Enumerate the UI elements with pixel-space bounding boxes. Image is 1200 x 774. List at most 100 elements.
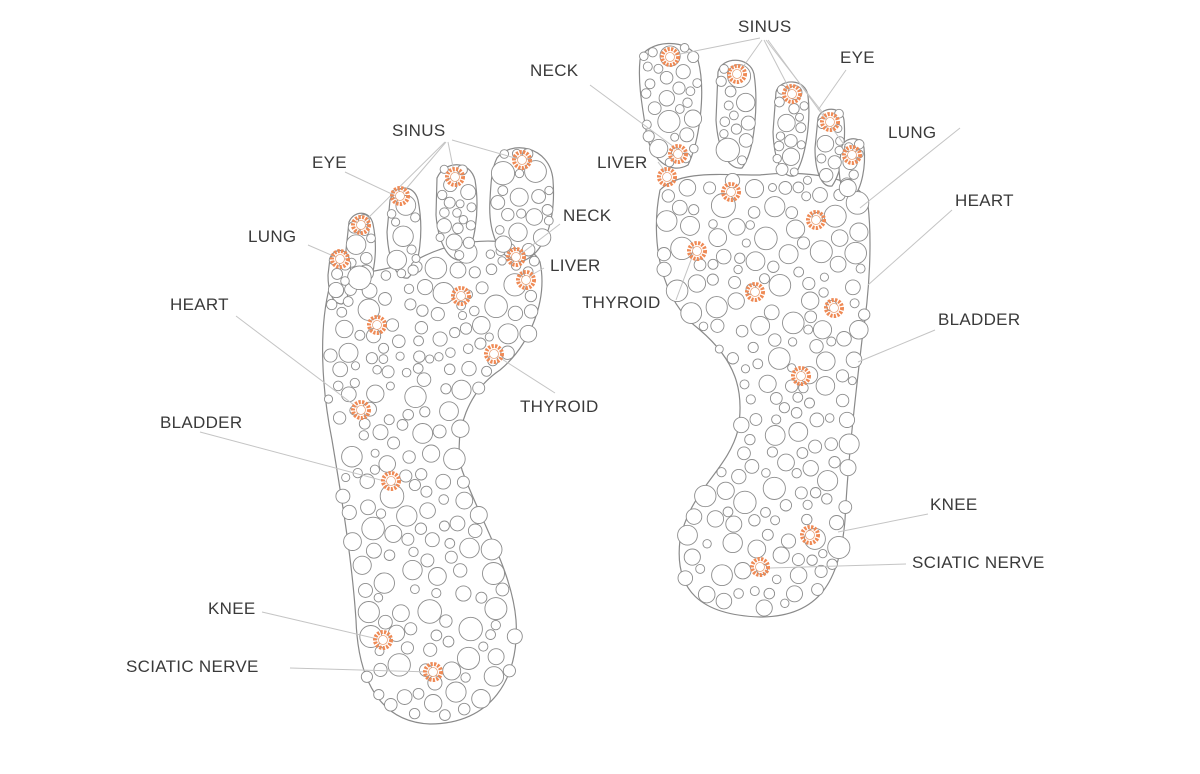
texture-bubble xyxy=(683,548,701,566)
marker-core xyxy=(521,275,531,285)
marker-core xyxy=(456,291,466,301)
texture-bubble xyxy=(814,564,828,578)
right-marker-ball-2 xyxy=(806,210,826,230)
texture-bubble xyxy=(445,681,467,703)
texture-bubble xyxy=(755,599,773,617)
texture-bubble xyxy=(444,550,458,564)
left-marker-lung xyxy=(330,249,350,269)
texture-bubble xyxy=(514,168,525,179)
texture-bubble xyxy=(647,101,662,116)
texture-bubble xyxy=(425,354,435,364)
texture-bubble xyxy=(735,324,749,338)
texture-bubble xyxy=(432,424,447,439)
right-label-bladder: BLADDER xyxy=(938,310,1020,329)
left-marker-eye xyxy=(351,215,371,235)
texture-bubble xyxy=(424,256,448,280)
texture-bubble xyxy=(378,342,390,354)
texture-bubble xyxy=(428,567,447,586)
texture-bubble xyxy=(415,468,428,481)
texture-bubble xyxy=(396,419,409,431)
texture-bubble xyxy=(413,335,424,347)
texture-bubble xyxy=(829,255,847,273)
texture-bubble xyxy=(455,585,472,602)
texture-bubble xyxy=(747,341,759,353)
texture-bubble xyxy=(780,533,797,549)
left-marker-liver xyxy=(516,270,536,290)
texture-bubble xyxy=(649,138,669,159)
texture-bubble xyxy=(412,423,434,444)
texture-bubble xyxy=(432,282,455,305)
texture-bubble xyxy=(399,469,413,483)
texture-bubble xyxy=(466,202,477,213)
texture-bubble xyxy=(437,189,448,201)
texture-bubble xyxy=(326,298,338,311)
right-label-thyroid: THYROID xyxy=(582,293,661,312)
texture-bubble xyxy=(459,537,480,559)
texture-bubble xyxy=(416,304,429,317)
texture-bubble xyxy=(541,204,554,216)
texture-bubble xyxy=(360,499,376,516)
texture-bubble xyxy=(331,267,344,280)
texture-bubble xyxy=(516,208,527,219)
texture-bubble xyxy=(786,219,806,239)
texture-bubble xyxy=(777,113,796,133)
texture-bubble xyxy=(332,380,344,392)
texture-bubble xyxy=(443,196,456,209)
texture-bubble xyxy=(462,343,474,354)
right-foot xyxy=(638,42,871,618)
texture-bubble xyxy=(457,702,471,716)
marker-ring xyxy=(687,241,707,261)
texture-bubble xyxy=(835,369,850,383)
texture-bubble xyxy=(439,709,451,721)
texture-bubble xyxy=(787,337,798,347)
texture-bubble xyxy=(775,162,789,176)
texture-bubble xyxy=(736,92,756,113)
marker-ring xyxy=(423,662,443,682)
texture-bubble xyxy=(352,555,372,575)
texture-bubble xyxy=(365,352,378,365)
texture-bubble xyxy=(420,485,433,498)
texture-bubble xyxy=(395,351,405,361)
right-marker-heart xyxy=(824,298,844,318)
texture-bubble xyxy=(816,134,835,153)
texture-bubble xyxy=(453,563,468,578)
left-marker-ball-2 xyxy=(367,315,387,335)
texture-bubble xyxy=(360,670,373,683)
texture-bubble xyxy=(730,123,742,135)
texture-bubble xyxy=(744,459,760,474)
right-label-knee: KNEE xyxy=(930,495,978,514)
texture-bubble xyxy=(772,153,782,164)
texture-bubble xyxy=(452,222,464,235)
left-marker-ball-1 xyxy=(451,286,471,306)
texture-bubble xyxy=(392,225,414,247)
marker-core xyxy=(805,530,815,540)
texture-bubble xyxy=(779,499,793,512)
texture-bubble xyxy=(490,195,506,210)
texture-bubble xyxy=(722,506,734,518)
texture-bubble xyxy=(739,379,750,390)
texture-bubble xyxy=(719,64,729,74)
texture-bubble xyxy=(458,616,483,642)
texture-bubble xyxy=(838,179,857,197)
texture-bubble xyxy=(338,342,359,363)
reflex-point-markers xyxy=(330,47,862,682)
texture-bubble xyxy=(809,339,824,354)
texture-bubble xyxy=(774,96,785,108)
marker-ring xyxy=(727,64,747,84)
texture-bubble xyxy=(812,320,833,340)
marker-ring xyxy=(721,182,741,202)
marker-core xyxy=(378,635,388,645)
texture-bubble xyxy=(469,305,480,317)
texture-bubble xyxy=(855,263,866,274)
texture-bubble xyxy=(844,241,867,265)
texture-bubble xyxy=(471,689,491,709)
texture-bubble xyxy=(384,698,398,712)
left-marker-bladder xyxy=(381,471,401,491)
texture-bubble xyxy=(804,310,818,324)
texture-bubble xyxy=(796,140,806,150)
marker-ring xyxy=(516,270,536,290)
leader-left-heart xyxy=(235,315,359,409)
marker-ring xyxy=(367,315,387,335)
texture-bubble xyxy=(781,147,801,166)
texture-bubble xyxy=(439,207,450,218)
